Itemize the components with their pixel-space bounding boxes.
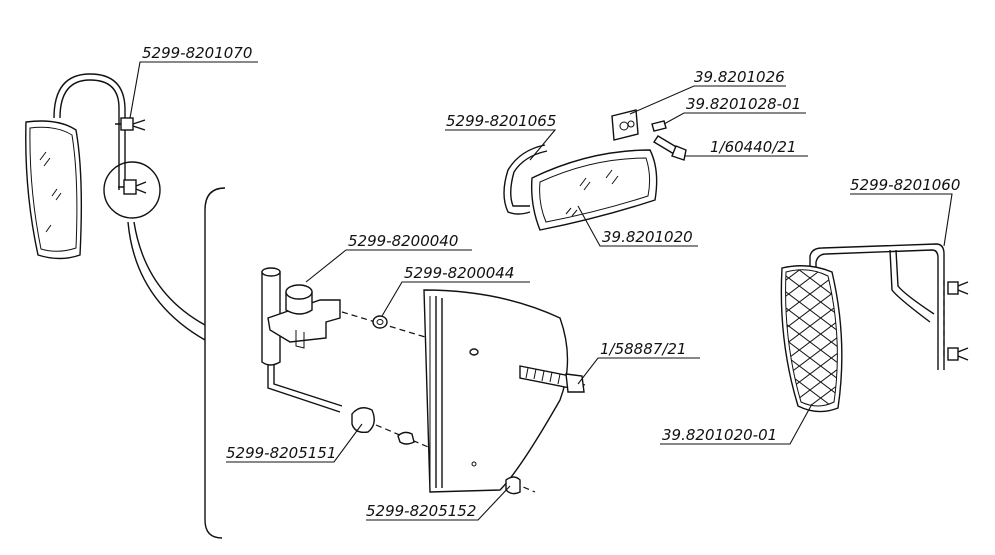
bracket-clamp-lower (118, 179, 147, 195)
right-bracket-clamp-upper (947, 281, 969, 295)
label-5299-8205151: 5299-8205151 (226, 444, 336, 462)
label-39-8201020: 39.8201020 (602, 228, 693, 246)
label-39-8201020-01: 39.8201020-01 (662, 426, 777, 444)
center-mirror (530, 149, 658, 231)
label-1-58887-21: 1/58887/21 (600, 340, 686, 358)
detail-brace (204, 187, 226, 539)
label-39-8201028-01: 39.8201028-01 (686, 95, 801, 113)
knob-5299-8205152 (505, 476, 521, 495)
detail-circle (103, 161, 161, 219)
knob-5299-8205151 (351, 407, 375, 434)
washer-5299-8200044 (372, 315, 388, 329)
right-mirror-assembly (780, 243, 969, 413)
knob-nut (397, 431, 415, 445)
screw-1-60440-21 (653, 135, 687, 161)
label-5299-8201060: 5299-8201060 (850, 176, 960, 194)
clamp-assembly (261, 267, 375, 434)
label-5299-8201065: 5299-8201065 (446, 112, 556, 130)
nut-39-8201028-01 (651, 120, 667, 132)
door-panel (423, 289, 569, 493)
bolt-1-58887-21 (519, 365, 585, 393)
label-5299-8200044: 5299-8200044 (404, 264, 514, 282)
left-mirror-assembly (25, 73, 206, 341)
label-39-8201026: 39.8201026 (694, 68, 785, 86)
center-mirror-assembly (503, 109, 687, 231)
bracket-clamp-upper (115, 117, 146, 131)
left-mirror (25, 120, 83, 260)
label-5299-8205152: 5299-8205152 (366, 502, 476, 520)
label-5299-8201070: 5299-8201070 (142, 44, 252, 62)
right-mirror (780, 265, 843, 413)
right-bracket-clamp-lower (947, 347, 969, 361)
label-1-60440-21: 1/60440/21 (710, 138, 796, 156)
label-5299-8200040: 5299-8200040 (348, 232, 458, 250)
nut-39-8201026 (611, 109, 639, 141)
